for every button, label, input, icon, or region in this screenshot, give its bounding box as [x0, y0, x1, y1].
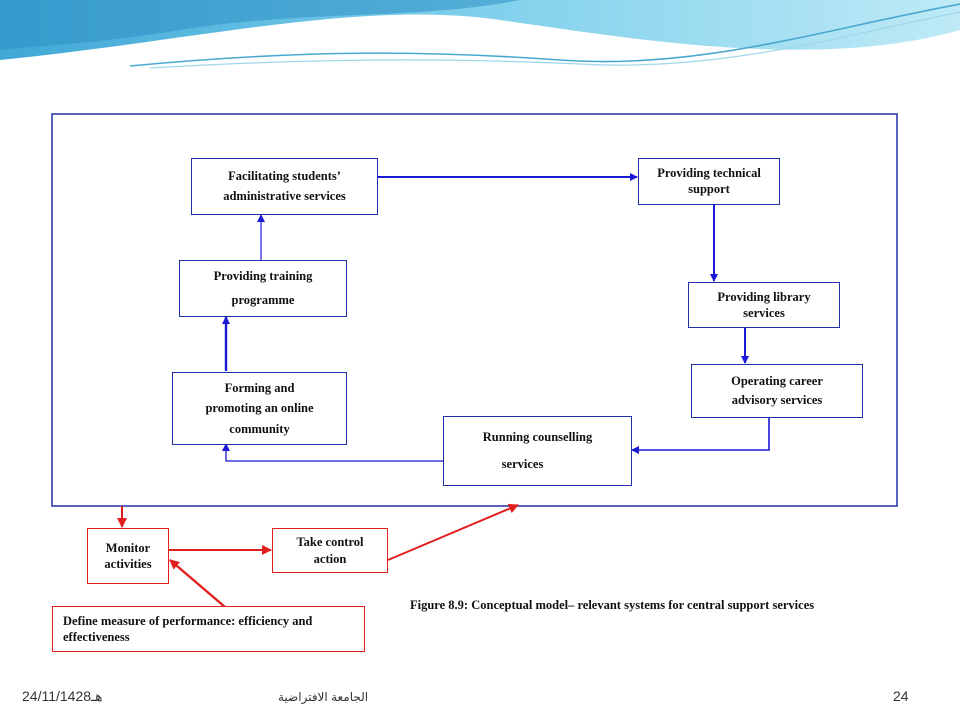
box-online-community: Forming and promoting an online communit…	[172, 372, 347, 445]
arrow-measure-to-monitor	[169, 559, 226, 608]
box-library-services: Providing library services	[688, 282, 840, 328]
box-facilitating-services: Facilitating students’ administrative se…	[191, 158, 378, 215]
box-measure-line-2: effectiveness	[63, 630, 130, 644]
box-technical-line-1: Providing technical	[657, 166, 761, 180]
box-training-line-2: programme	[231, 292, 295, 307]
box-library-line-1: Providing library	[717, 289, 811, 304]
box-measure-line-1: Define measure of performance: efficienc…	[63, 613, 313, 628]
box-community-line-3: community	[229, 421, 290, 436]
arrow-career-to-counselling	[631, 416, 770, 454]
box-technical-line-2: support	[688, 182, 730, 197]
box-counselling-line-2: services	[501, 457, 544, 471]
header-wave-decoration	[0, 0, 960, 69]
box-control-line-1: Take control	[296, 535, 364, 550]
box-define-measure: Define measure of performance: efficienc…	[52, 606, 365, 652]
box-counselling-services: Running counselling services	[443, 416, 632, 486]
box-career-line-1: Operating career	[731, 373, 823, 388]
page-number: 24	[893, 688, 909, 704]
box-technical-support: Providing technical support	[638, 158, 780, 205]
arrow-counselling-to-community	[222, 443, 443, 462]
box-community-line-2: promoting an online	[205, 401, 314, 416]
footer-date: 24/11/1428هـ	[22, 688, 103, 704]
box-monitor-line-2: activities	[104, 557, 152, 571]
box-career-advisory: Operating career advisory services	[691, 364, 863, 418]
box-take-control-action: Take control action	[272, 528, 388, 573]
arrow-control-to-system	[387, 503, 519, 561]
system-boundary	[51, 113, 898, 507]
box-counselling-line-1: Running counselling	[482, 429, 593, 444]
box-library-line-2: services	[743, 306, 785, 320]
box-monitor-line-1: Monitor	[105, 540, 151, 555]
figure-caption: Figure 8.9: Conceptual model– relevant s…	[410, 598, 815, 612]
box-community-line-1: Forming and	[224, 380, 295, 395]
box-training-programme: Providing training programme	[179, 260, 347, 317]
box-monitor-activities: Monitor activities	[87, 528, 169, 584]
box-career-line-2: advisory services	[731, 393, 823, 407]
box-training-line-1: Providing training	[213, 268, 313, 283]
box-facilitating-line-2: administrative services	[223, 188, 346, 203]
footer-organization: الجامعة الافتراضية	[278, 690, 369, 704]
box-facilitating-line-1: Facilitating students’	[228, 169, 341, 184]
box-control-line-2: action	[313, 551, 347, 566]
